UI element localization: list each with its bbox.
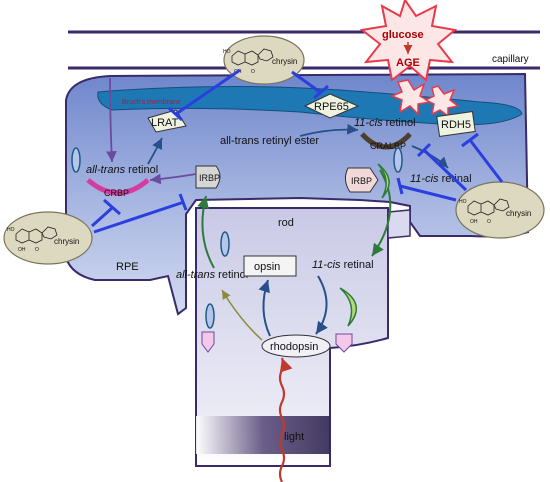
right-cell	[387, 209, 411, 239]
inhibit-chrysin-crbp	[90, 206, 114, 228]
transporter-oval-rod	[220, 231, 230, 257]
cis-retinal-crescent-rod	[339, 287, 357, 327]
arrow-ester-to-retinol	[299, 123, 359, 137]
inhibit-chrysin-irbp-right-bar	[396, 177, 404, 195]
chrysin-right-label: chrysin	[506, 209, 531, 218]
retinol-marker-rod	[201, 331, 215, 353]
rhodopsin-label: rhodopsin	[270, 341, 318, 353]
arrow-retinol-into-rpe	[106, 77, 117, 163]
rpe-label: RPE	[116, 261, 139, 273]
light-ray	[278, 357, 293, 482]
chrysin-top: chrysin	[222, 35, 305, 85]
irbp-right: IRBP	[344, 167, 379, 193]
inhibit-chrysin-crbp-bar	[103, 198, 121, 216]
rpe65-box: RPE65	[303, 93, 360, 119]
arrow-rhodopsin-to-opsin	[258, 279, 271, 337]
inhibit-chrysin-lrat-bar	[167, 106, 184, 122]
age-burst-small-1	[389, 79, 433, 116]
arrow-irbp-to-crbp	[149, 173, 197, 185]
irbp-right-label: IRBP	[351, 176, 372, 186]
opsin-box: opsin	[243, 255, 297, 277]
chrysin-left: chrysin	[3, 211, 93, 265]
capillary-label: capillary	[492, 54, 529, 65]
inhibit-chrysin-rdh5	[468, 139, 504, 183]
crbp-protein: CRBP	[86, 178, 150, 198]
crbp-label: CRBP	[104, 188, 129, 198]
cralbp-label: CRALBP	[370, 141, 406, 151]
age-label: AGE	[396, 57, 420, 69]
age-burst-small-2	[424, 85, 460, 118]
irbp-left-label: IRBP	[199, 173, 220, 183]
rod-label: rod	[278, 217, 294, 229]
age-starburst: glucose AGE	[359, 0, 460, 118]
bruch-membrane-label: Bruch’s membrane	[122, 99, 181, 106]
rdh5-label: RDH5	[441, 119, 471, 131]
inhibit-chrysin-rdh5-bar	[461, 132, 479, 148]
all-trans-retinol-rpe: all-trans retinol	[86, 164, 158, 176]
arrow-cisretinal-to-rhodopsin	[315, 275, 328, 335]
inhibit-chrysin-lrat	[175, 68, 241, 116]
cis-retinol-label: 11-cis retinol	[354, 117, 416, 129]
chrysin-right: chrysin	[455, 181, 545, 239]
cis-retinal-rpe-label: 11-cis retinal	[410, 173, 472, 185]
capillary: capillary	[68, 30, 540, 70]
inhibit-chrysin-irbp-left-bar	[178, 193, 188, 211]
transporter-oval-rpe	[71, 147, 81, 173]
arrow-crbp-to-lrat	[147, 137, 163, 165]
glucose-label: glucose	[382, 29, 424, 41]
inhibition-lines	[90, 68, 504, 234]
transporter-oval-right	[393, 147, 403, 173]
arrow-rod-to-irbp	[197, 195, 215, 269]
cis-retinal-crescent-rpe	[377, 163, 390, 199]
cralbp-protein: CRALBP	[360, 132, 412, 151]
rod-disc-band	[196, 416, 330, 454]
inhibit-chrysin-rpe65-bar	[313, 84, 329, 100]
inhibit-chrysin-rpe65	[291, 70, 321, 94]
inhibit-chrysin-irbp-right	[399, 184, 457, 202]
lrat-label: LRAT	[151, 117, 179, 129]
retinal-marker-rod	[335, 333, 353, 353]
rpe-cell	[65, 72, 530, 316]
inhibit-chrysin-irbp-left	[93, 200, 185, 234]
transporter-oval-rod-lower	[205, 303, 215, 329]
inhibit-chrysin-cralbp-bar	[416, 142, 432, 158]
arrow-rhodopsin-to-retinol	[221, 289, 263, 341]
retinyl-ester-label: all-trans retinyl ester	[220, 135, 319, 147]
rhodopsin-oval: rhodopsin	[261, 334, 331, 358]
rdh5-box: RDH5	[436, 111, 476, 137]
chrysin-top-label: chrysin	[272, 57, 297, 66]
inhibit-chrysin-cralbp	[422, 148, 468, 192]
chrysin-left-label: chrysin	[54, 237, 79, 246]
light-label: light	[284, 431, 304, 443]
opsin-label: opsin	[254, 261, 280, 273]
cis-retinal-rod-label: 11-cis retinal	[312, 259, 374, 271]
rpe65-label: RPE65	[314, 101, 349, 113]
all-trans-retinol-rod-label: all-trans retinol	[176, 269, 248, 281]
irbp-left: IRBP	[195, 165, 221, 189]
arrow-irbp-to-rod	[371, 169, 392, 257]
